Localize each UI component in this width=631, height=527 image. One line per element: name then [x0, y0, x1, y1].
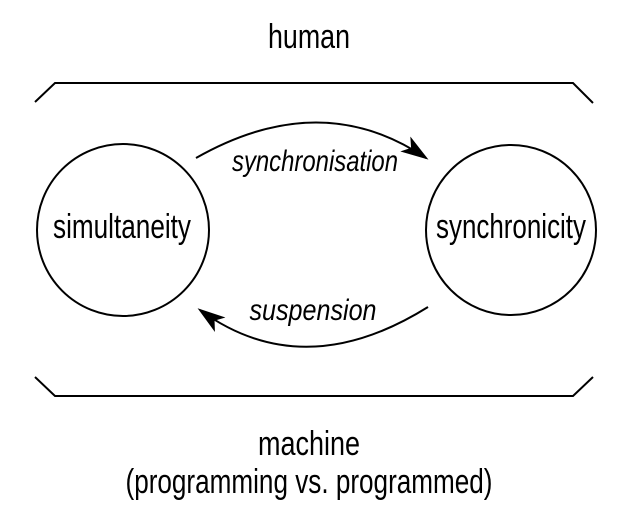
synchronisation-arrow-label: synchronisation [232, 145, 398, 178]
machine-domain-sublabel: (programming vs. programmed) [126, 463, 493, 501]
human-bracket-line [34, 82, 594, 104]
suspension-arrow [197, 306, 429, 348]
simultaneity-node-label: simultaneity [53, 208, 191, 246]
simultaneity-node [36, 143, 210, 317]
machine-domain-label: machine [258, 425, 360, 463]
machine-bracket-line [34, 376, 594, 397]
synchronicity-node-label: synchronicity [436, 208, 586, 246]
synchronisation-arrow [195, 121, 429, 160]
suspension-arrow-label: suspension [250, 294, 377, 327]
synchronicity-node [425, 144, 597, 316]
human-domain-label: human [268, 18, 350, 56]
